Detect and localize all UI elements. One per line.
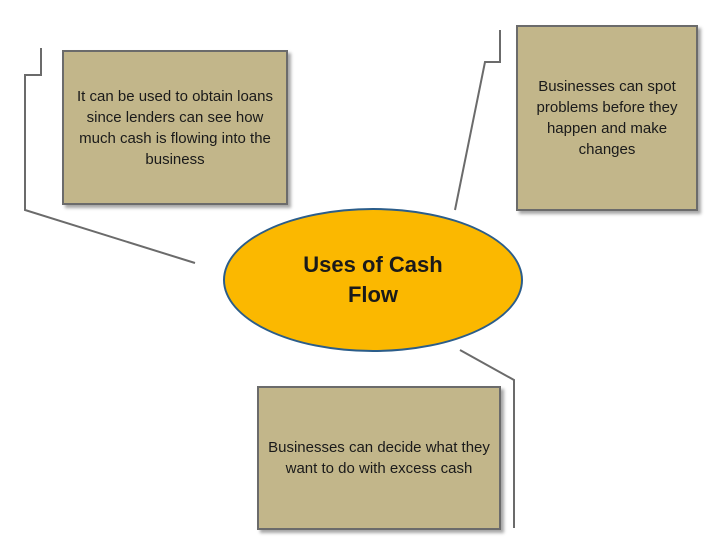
info-box-right-text: Businesses can spot problems before they… [536, 78, 678, 158]
connector-bottom [459, 349, 515, 528]
info-box-left: It can be used to obtain loans since len… [62, 50, 288, 205]
info-box-bottom-text: Businesses can decide what they want to … [268, 439, 490, 477]
center-node-label: Uses of Cash Flow [303, 252, 443, 307]
connector-right [454, 30, 501, 211]
connector-left [24, 48, 196, 264]
center-node: Uses of Cash Flow [223, 208, 523, 352]
info-box-right: Businesses can spot problems before they… [516, 25, 698, 211]
info-box-left-text: It can be used to obtain loans since len… [77, 87, 273, 168]
info-box-bottom: Businesses can decide what they want to … [257, 386, 501, 530]
